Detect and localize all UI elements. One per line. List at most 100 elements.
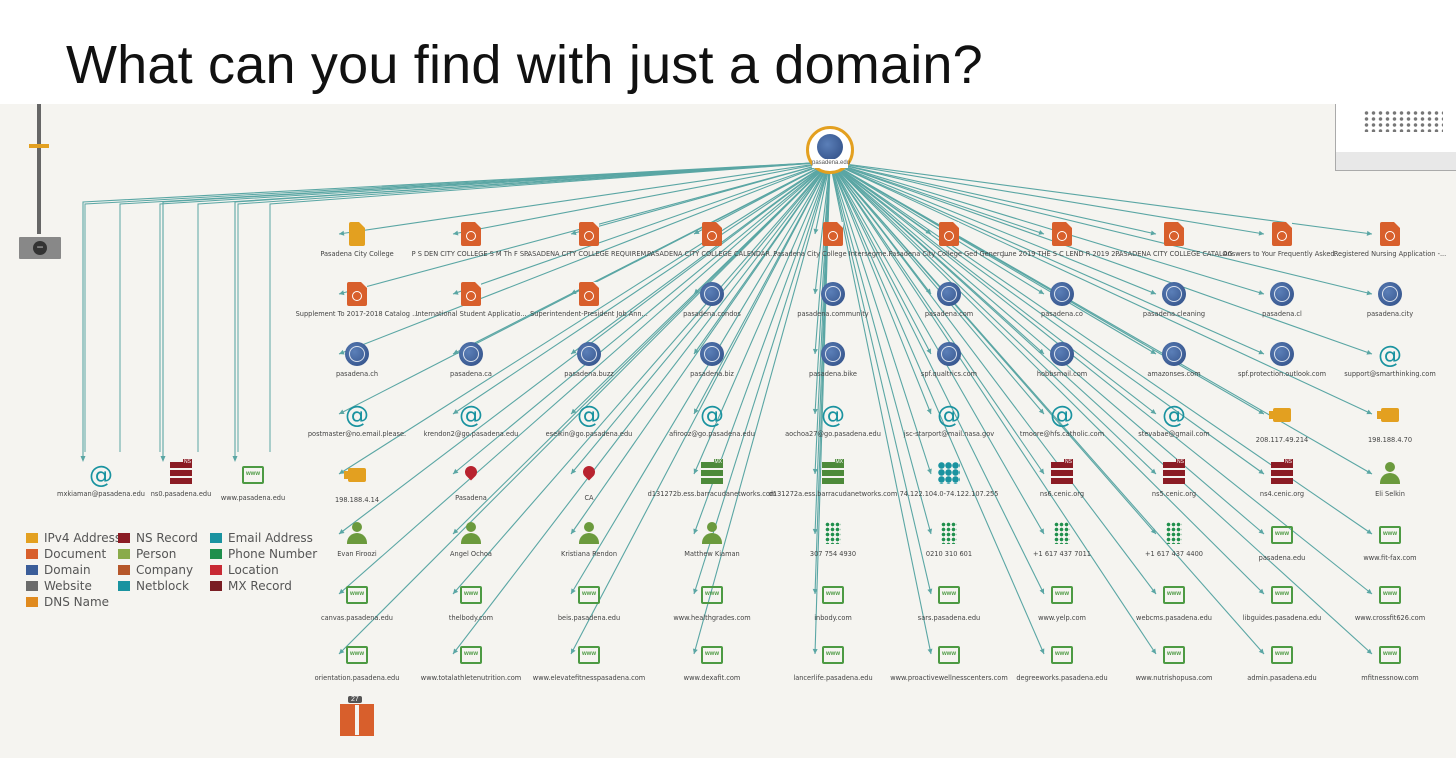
graph-edge xyxy=(829,161,932,535)
node-document[interactable]: Registered Nursing Application -... xyxy=(1325,222,1455,258)
node-document[interactable]: PASADENA CITY COLLEGE REQUIREMEN... xyxy=(524,222,654,258)
website-icon: www xyxy=(938,586,960,604)
edge-arrowhead xyxy=(1038,289,1044,294)
website-icon: www xyxy=(701,586,723,604)
node-email[interactable]: @postmaster@no.email.please. xyxy=(292,402,422,438)
minimap[interactable] xyxy=(1335,104,1456,171)
node-domain[interactable]: pasadena.cl xyxy=(1217,282,1347,318)
node-email[interactable]: @mxkiaman@pasadena.edu xyxy=(36,462,166,498)
node-domain[interactable]: pasadena.ca xyxy=(406,342,536,378)
node-email[interactable]: @stevabae@gmail.com xyxy=(1109,402,1239,438)
node-phone[interactable]: 0210 310 601 xyxy=(884,522,1014,558)
root-domain-node[interactable]: pasadena.edu xyxy=(765,126,895,174)
node-email[interactable]: @support@smarthinking.com xyxy=(1325,342,1455,378)
node-domain[interactable]: pasadena.ch xyxy=(292,342,422,378)
node-email[interactable]: @tmoore@hfs.catholic.com xyxy=(997,402,1127,438)
node-document[interactable]: Supplement To 2017-2018 Catalog ... xyxy=(292,282,422,318)
node-domain[interactable]: pasadena.buzz xyxy=(524,342,654,378)
node-person[interactable]: Matthew Kiaman xyxy=(647,522,777,558)
node-email[interactable]: @jsc-starport@mail.nasa.gov xyxy=(884,402,1014,438)
node-email[interactable]: @eselkin@go.pasadena.edu xyxy=(524,402,654,438)
node-phone[interactable]: 307 754 4930 xyxy=(768,522,898,558)
node-ipv4[interactable]: 208.117.49.214 xyxy=(1217,402,1347,444)
node-phone[interactable]: +1 617 437 7011 xyxy=(997,522,1127,558)
zoom-slider-track[interactable] xyxy=(37,104,41,234)
node-netblock[interactable]: 74.122.104.0-74.122.107.255 xyxy=(884,462,1014,498)
node-domain[interactable]: pasadena.cleaning xyxy=(1109,282,1239,318)
node-domain[interactable]: pasadena.condos xyxy=(647,282,777,318)
node-domain[interactable]: pasadena.com xyxy=(884,282,1014,318)
node-domain[interactable]: pasadena.bike xyxy=(768,342,898,378)
node-ipv4[interactable]: 198.188.4.70 xyxy=(1325,402,1455,444)
graph-edge xyxy=(829,161,1265,355)
node-email[interactable]: @afirooz@go.pasadena.edu xyxy=(647,402,777,438)
node-document[interactable]: June 2019 THE S C LEND R 2019 2... xyxy=(997,222,1127,258)
node-location[interactable]: Pasadena xyxy=(406,462,536,502)
node-document[interactable]: Superintendent-President Job Ann... xyxy=(524,282,654,318)
node-domain[interactable]: hobbsmail.com xyxy=(997,342,1127,378)
node-domain[interactable]: amazonses.com xyxy=(1109,342,1239,378)
collapsed-documents-node[interactable]: 27 xyxy=(338,696,374,738)
node-company[interactable]: Pasadena City College xyxy=(292,222,422,258)
node-email[interactable]: @krendon2@go.pasadena.edu xyxy=(406,402,536,438)
node-label: PASADENA CITY COLLEGE CALENDAR 2... xyxy=(647,250,777,258)
node-email[interactable]: @aochoa27@go.pasadena.edu xyxy=(768,402,898,438)
node-domain[interactable]: spf.qualtrics.com xyxy=(884,342,1014,378)
node-person[interactable]: Kristiana Rendon xyxy=(524,522,654,558)
node-document[interactable]: PASADENA CITY COLLEGE CALENDAR 2... xyxy=(647,222,777,258)
node-domain[interactable]: pasadena.community xyxy=(768,282,898,318)
node-domain[interactable]: pasadena.co xyxy=(997,282,1127,318)
node-person[interactable]: Eli Selkin xyxy=(1325,462,1455,498)
node-location[interactable]: CA xyxy=(524,462,654,502)
node-domain[interactable]: pasadena.biz xyxy=(647,342,777,378)
node-person[interactable]: Angel Ochoa xyxy=(406,522,536,558)
legend-item: Email Address xyxy=(210,530,313,546)
node-domain[interactable]: pasadena.city xyxy=(1325,282,1455,318)
node-phone[interactable]: +1 617 437 4400 xyxy=(1109,522,1239,558)
node-document[interactable]: P S DEN CITY COLLEGE S M Th F S... xyxy=(406,222,536,258)
node-document[interactable]: International Student Applicatio... xyxy=(406,282,536,318)
legend-item: Netblock xyxy=(118,578,189,594)
node-document[interactable]: Pasadena City College Intersegme... xyxy=(768,222,898,258)
edge-arrowhead xyxy=(694,229,700,234)
location-pin-icon xyxy=(462,463,480,481)
node-ipv4[interactable]: 198.188.4.14 xyxy=(292,462,422,504)
zoom-slider-handle[interactable] xyxy=(29,144,49,148)
node-person[interactable]: Evan Firoozi xyxy=(292,522,422,558)
node-document[interactable]: Pasadena City College Ged Generc... xyxy=(884,222,1014,258)
zoom-out-button[interactable]: − xyxy=(19,237,61,259)
node-domain[interactable]: spf.protection.outlook.com xyxy=(1217,342,1347,378)
node-document[interactable]: PASADENA CITY COLLEGE CATALOG xyxy=(1109,222,1239,258)
node-document[interactable]: Answers to Your Frequently Asked... xyxy=(1217,222,1347,258)
edge-arrowhead xyxy=(1150,349,1156,354)
